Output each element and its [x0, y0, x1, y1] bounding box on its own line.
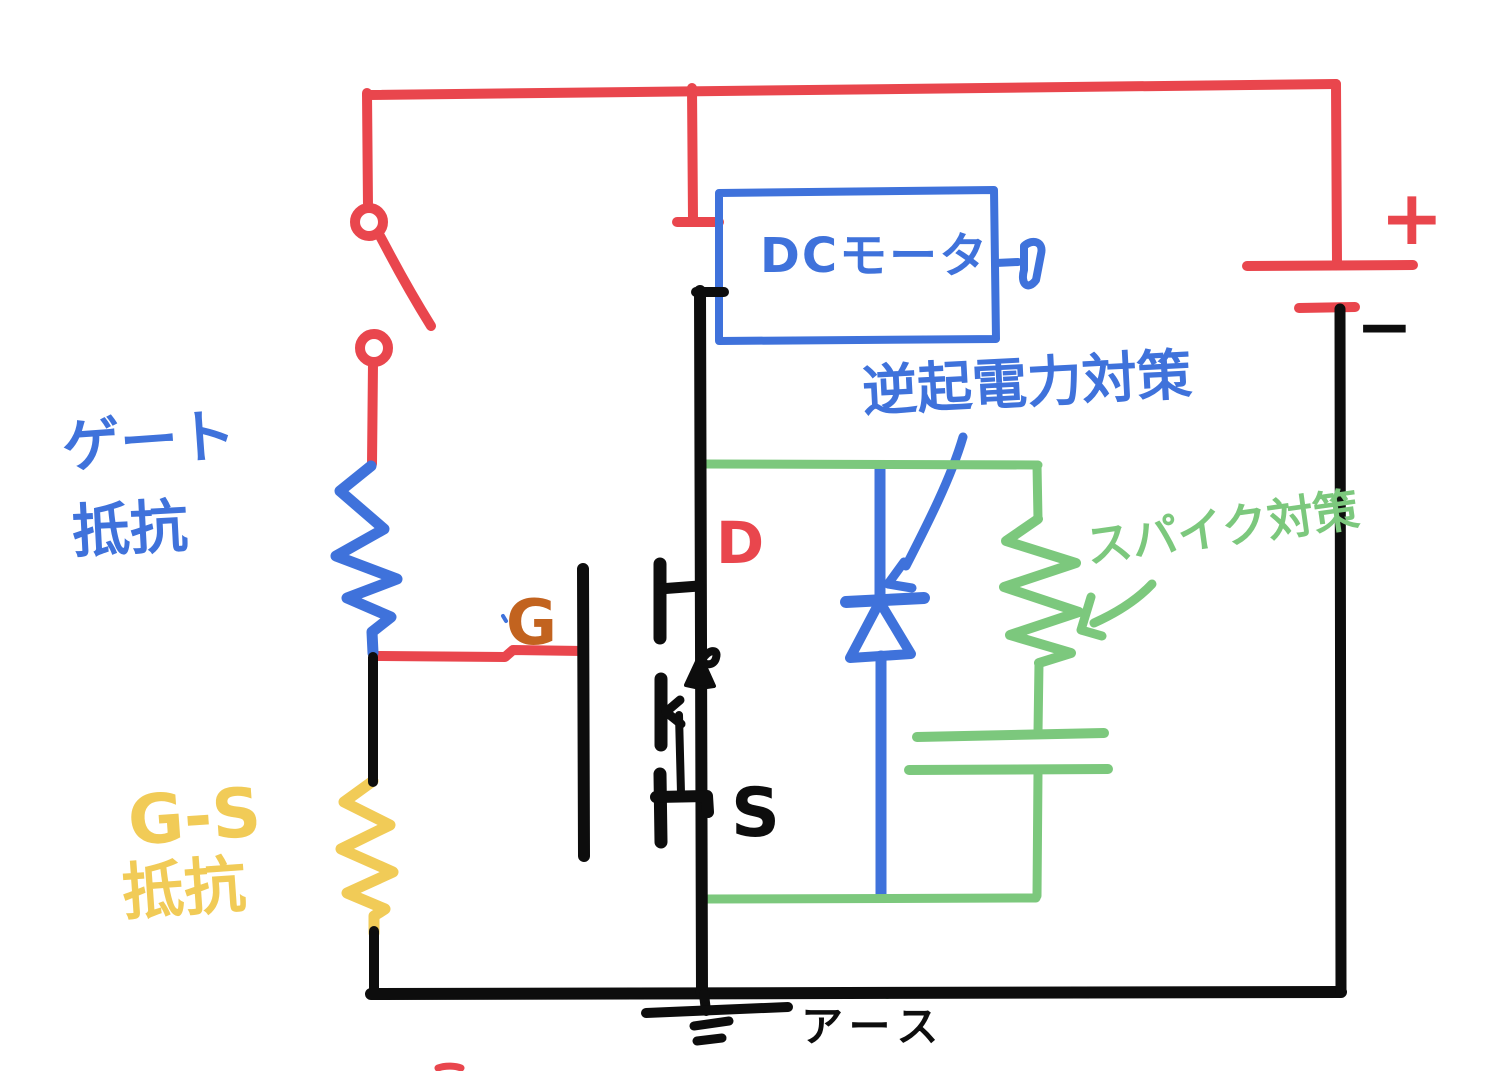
- bottom-ground-rail: [365, 986, 1347, 1000]
- snubber-right-lead: [1032, 460, 1043, 524]
- gs-resistor-label-line2: 抵抗: [119, 847, 249, 930]
- flyback-diode-triangle: [845, 599, 916, 663]
- motor-shaft-icon: [1019, 237, 1046, 290]
- ground-bar-short: [692, 1033, 727, 1046]
- snubber-mid-lead: [1033, 658, 1044, 737]
- green-snubber: [697, 459, 1157, 999]
- spike-arrowhead: [1076, 592, 1107, 641]
- battery-minus-label: −: [1356, 288, 1413, 367]
- ground-bar-mid: [689, 1016, 734, 1031]
- gate-resistor-label-line1: ゲート: [59, 401, 239, 481]
- battery-positive-lead: [1331, 79, 1342, 268]
- black-wires: [365, 285, 1347, 1046]
- switch-to-resistor-wire: [367, 358, 378, 469]
- top-supply-wire: [362, 79, 1341, 100]
- mosfet-drain-connect: [653, 580, 705, 595]
- switch-bottom-terminal: [355, 329, 393, 367]
- snubber-capacitor-top-plate: [912, 728, 1109, 742]
- mosfet-gate-line: [577, 563, 590, 862]
- drain-terminal-label: D: [716, 509, 765, 577]
- drain-source-wire: [694, 285, 708, 1000]
- stray-red-mark: [434, 1062, 465, 1071]
- mosfet-arrow-curl: [698, 647, 721, 669]
- mosfet-current-arrow: [684, 653, 716, 690]
- dc-motor-label: DCモータ: [760, 228, 990, 284]
- motor-supply-drop: [687, 83, 698, 224]
- gate-wire: [372, 645, 588, 662]
- mosfet-body-link: [675, 711, 685, 797]
- source-terminal-label: S: [731, 774, 780, 853]
- switch-top-terminal: [350, 203, 388, 241]
- blue-components: [330, 186, 1046, 903]
- battery-long-plate: [1242, 260, 1418, 271]
- battery-short-plate: [1294, 302, 1360, 313]
- snubber-resistor-symbol: [999, 514, 1084, 668]
- snubber-lower-lead: [1032, 767, 1043, 901]
- switch-lever: [375, 231, 436, 331]
- red-power-wires: [350, 79, 1418, 1071]
- switch-feed-wire: [362, 88, 373, 212]
- gate-resistor-label-line2: 抵抗: [70, 492, 190, 566]
- mosfet-source-connect: [650, 790, 714, 818]
- back-emf-note-label: 逆起電力対策: [860, 342, 1194, 424]
- snubber-capacitor-bottom-plate: [904, 764, 1113, 775]
- back-emf-arrowhead: [883, 557, 917, 593]
- snubber-top-wire: [697, 459, 1043, 470]
- mosfet-channel-bottom-segment: [653, 767, 668, 849]
- gate-resistor-symbol: [330, 460, 403, 659]
- gs-resistor-label-line1: G-S: [125, 773, 264, 862]
- flyback-diode-cathode-bar: [840, 592, 930, 608]
- back-emf-arrow-shaft: [901, 432, 968, 571]
- earth-label: アース: [801, 1002, 947, 1051]
- spike-arrow-shaft: [1089, 579, 1157, 628]
- ground-bar-long: [641, 1002, 793, 1018]
- gate-terminal-label: G: [506, 586, 557, 659]
- motor-shaft-lead: [992, 258, 1022, 267]
- snubber-bottom-wire: [699, 893, 1041, 904]
- battery-plus-label: +: [1380, 173, 1444, 262]
- battery-negative-wire: [1334, 303, 1347, 998]
- yellow-gs-resistor: [335, 775, 399, 939]
- stray-blue-tick: [501, 614, 508, 623]
- gs-resistor-symbol: [335, 775, 399, 939]
